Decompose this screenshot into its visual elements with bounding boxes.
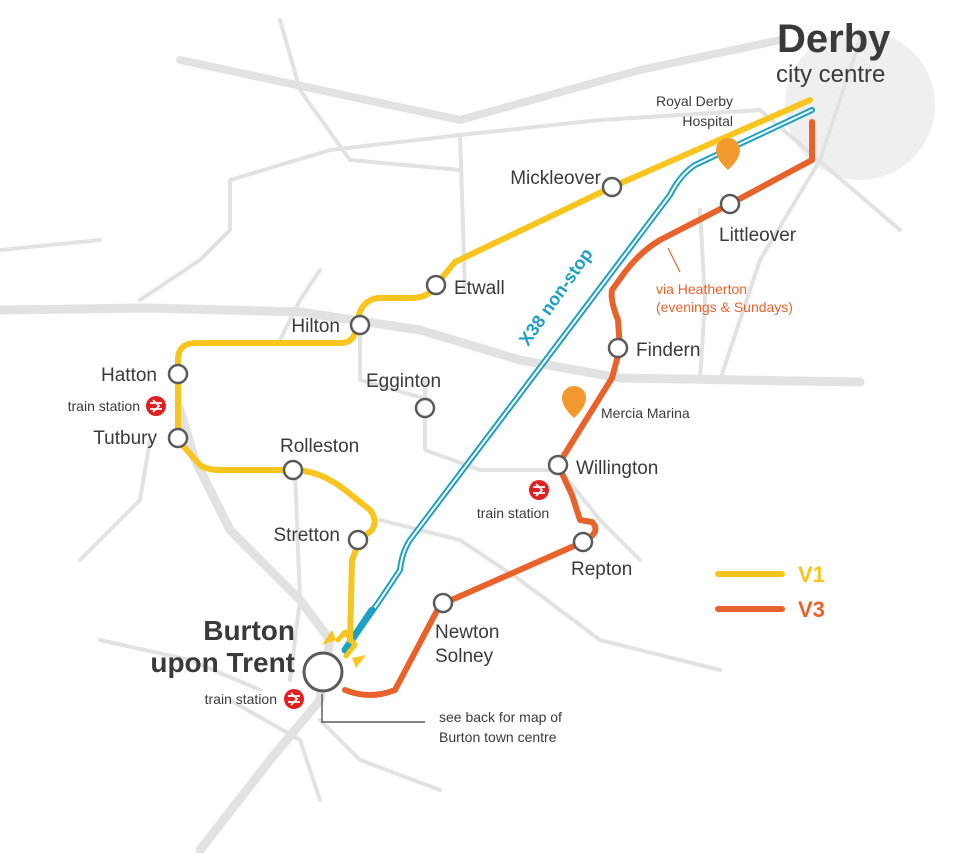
rail-station-icon <box>284 689 304 709</box>
stop-etwall[interactable] <box>425 274 447 296</box>
heatherton-note-line1: via Heatherton <box>656 281 747 297</box>
legend-label-v1: V1 <box>798 562 825 587</box>
heatherton-pointer-line <box>667 247 681 273</box>
x38-route <box>341 107 815 654</box>
burton-pointer-line <box>321 694 425 723</box>
label-etwall: Etwall <box>454 278 505 299</box>
stop-stretton[interactable] <box>347 529 369 551</box>
stop-newton-solney[interactable] <box>432 592 454 614</box>
label-egginton: Egginton <box>366 371 441 392</box>
v1-route <box>175 97 813 643</box>
station-label-hatton: train station <box>68 398 140 414</box>
hospital-label-line1: Royal Derby <box>656 93 733 109</box>
label-hatton: Hatton <box>101 365 157 386</box>
rail-station-icon <box>529 480 549 500</box>
label-tutbury: Tutbury <box>93 428 157 449</box>
label-mickleover: Mickleover <box>510 168 601 189</box>
v1-loop <box>335 629 358 659</box>
stop-rolleston[interactable] <box>282 459 304 481</box>
station-label-burton: train station <box>205 691 277 707</box>
stop-mickleover[interactable] <box>601 176 623 198</box>
stop-hilton[interactable] <box>349 314 371 336</box>
legend: V1 V3 <box>715 562 825 622</box>
back-note-line2: Burton town centre <box>439 729 557 745</box>
label-newton-line2: Solney <box>435 646 494 667</box>
v3-route <box>342 119 815 698</box>
location-pin-icon <box>562 386 586 418</box>
label-findern: Findern <box>636 340 700 361</box>
x38-label: X38 non-stop <box>515 244 597 349</box>
stop-findern[interactable] <box>607 337 629 359</box>
label-rolleston: Rolleston <box>280 436 359 457</box>
direction-arrows <box>322 630 366 668</box>
legend-label-v3: V3 <box>798 597 825 622</box>
stop-hatton[interactable] <box>167 363 189 385</box>
label-willington: Willington <box>576 458 658 479</box>
stop-repton[interactable] <box>572 531 594 553</box>
derby-subtitle: city centre <box>776 61 885 88</box>
heatherton-note-line2: (evenings & Sundays) <box>656 299 793 315</box>
stop-willington[interactable] <box>547 454 569 476</box>
stop-markers <box>167 176 741 693</box>
label-repton: Repton <box>571 559 632 580</box>
label-stretton: Stretton <box>273 525 340 546</box>
label-littleover: Littleover <box>719 225 797 246</box>
stop-tutbury[interactable] <box>167 427 189 449</box>
stop-littleover[interactable] <box>719 193 741 215</box>
station-label-willington: train station <box>477 505 549 521</box>
back-note-line1: see back for map of <box>439 709 562 725</box>
stop-burton[interactable] <box>302 651 344 693</box>
marina-label: Mercia Marina <box>601 405 690 421</box>
burton-title-line2: upon Trent <box>150 647 295 678</box>
rail-station-icon <box>146 396 166 416</box>
burton-title-line1: Burton <box>203 615 295 646</box>
location-pin-icon <box>716 138 740 170</box>
derby-centre-area <box>785 30 935 180</box>
stop-egginton[interactable] <box>414 397 436 419</box>
derby-title: Derby <box>777 17 891 61</box>
label-hilton: Hilton <box>291 316 340 337</box>
label-newton-line1: Newton <box>435 622 499 643</box>
hospital-label-line2: Hospital <box>682 113 733 129</box>
